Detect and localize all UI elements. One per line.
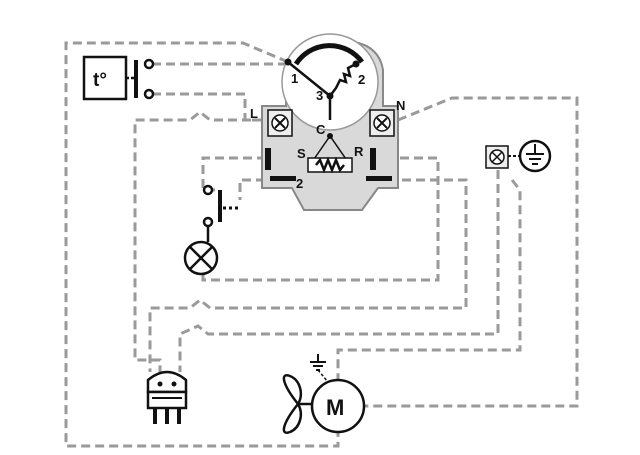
wire-switch-top bbox=[201, 156, 265, 192]
wire-thermostat-bottom bbox=[152, 92, 265, 122]
wire-outer-left bbox=[64, 41, 340, 448]
thermostat-box bbox=[82, 55, 128, 101]
wire-left-rect bbox=[133, 110, 265, 372]
dial-arc bbox=[293, 43, 365, 66]
fan-motor: M bbox=[282, 354, 366, 434]
thermostat: t° bbox=[82, 55, 155, 101]
door-switch bbox=[202, 184, 240, 242]
terminal-3-label: 3 bbox=[316, 88, 323, 103]
lamp bbox=[183, 240, 219, 276]
wires bbox=[64, 41, 579, 448]
switch-icon bbox=[202, 184, 214, 196]
ground-terminal bbox=[485, 139, 552, 173]
wire-S-down bbox=[238, 178, 265, 200]
wire-ground-motor bbox=[336, 179, 522, 380]
terminal-R-label: R bbox=[354, 144, 364, 159]
fan-icon bbox=[282, 374, 312, 434]
wire-mid-right bbox=[148, 178, 468, 372]
motor-label: M bbox=[326, 395, 344, 420]
wire-lamp-bottom bbox=[201, 156, 440, 282]
terminal-S-label: S bbox=[297, 146, 306, 161]
terminal-L-label: L bbox=[250, 106, 258, 121]
terminal-S2-label: 2 bbox=[296, 176, 303, 191]
motor-icon bbox=[310, 378, 366, 434]
terminal-1-label: 1 bbox=[291, 71, 298, 86]
motor-ground-icon bbox=[310, 354, 329, 383]
plug-icon bbox=[146, 370, 188, 394]
wire-ground-plug bbox=[178, 170, 500, 372]
terminal-2-label: 2 bbox=[358, 72, 365, 87]
start-relay: 1 2 3 L N C S R 2 bbox=[250, 33, 405, 211]
ground-icon bbox=[518, 139, 552, 173]
terminal-C-label: C bbox=[316, 122, 326, 137]
relay-dial bbox=[281, 33, 379, 131]
terminal-N-label: N bbox=[396, 98, 405, 113]
wire-N-right bbox=[365, 96, 579, 408]
thermostat-icon: t° bbox=[93, 70, 107, 91]
dial-spring bbox=[329, 62, 357, 97]
plug bbox=[146, 370, 188, 424]
